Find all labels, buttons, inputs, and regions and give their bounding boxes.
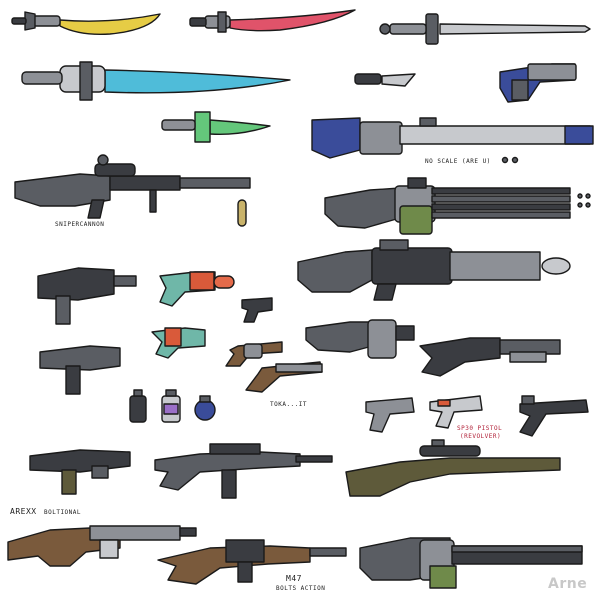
scoped-bolt-rifle (345, 439, 561, 497)
combat-knife (354, 73, 416, 87)
arexx-sub-label: BOLTIONAL (44, 509, 82, 516)
red-blade-sword (189, 9, 356, 33)
heavy-launcher (297, 239, 571, 301)
flintlock-pistol (245, 361, 323, 393)
sniper-cannon-label: SNIPERCANNON (55, 221, 105, 228)
sp30-sub-label: (REVOLVER) (460, 433, 502, 440)
teal-raygun-2 (151, 327, 206, 359)
heavy-gatling-bottom (359, 537, 583, 589)
cyan-blade-sword (21, 61, 291, 101)
toka-label: TOKA...IT (270, 401, 308, 408)
carbine-left (29, 449, 131, 495)
blue-scifi-pistol (499, 63, 577, 103)
service-pistol (365, 397, 415, 433)
arexx-rifle (7, 525, 197, 567)
m47-sub-label: BOLTS ACTION (276, 585, 326, 592)
yellow-blade-sword (11, 11, 161, 36)
sp30-pistol (429, 395, 483, 429)
m47-rifle (157, 539, 347, 585)
teal-raygun (159, 271, 235, 307)
drum-shotgun (305, 319, 415, 359)
grenade-round (194, 395, 216, 421)
pump-shotgun (419, 337, 561, 377)
revolver (225, 341, 283, 367)
blue-cannon-rifle (311, 117, 594, 164)
artist-signature: Arne (548, 576, 588, 592)
long-pistol (519, 395, 589, 437)
bullpup-smg (37, 267, 137, 325)
sniper-rifle (14, 154, 251, 227)
minigun (324, 177, 591, 235)
no-scale-label: NO SCALE (ARE U) (425, 158, 491, 165)
compact-pistol (241, 297, 273, 323)
grenade-dark (129, 389, 147, 423)
green-blade-sword (161, 111, 271, 143)
assault-rifle-m16 (154, 443, 333, 499)
long-straight-sword (379, 13, 591, 45)
grenade-purple (161, 389, 181, 423)
arexx-label: AREXX (10, 507, 37, 516)
heavy-shotgun-left (39, 345, 121, 395)
m47-label: M47 (286, 574, 302, 583)
sp30-label: SP30 PISTOL (457, 425, 503, 432)
